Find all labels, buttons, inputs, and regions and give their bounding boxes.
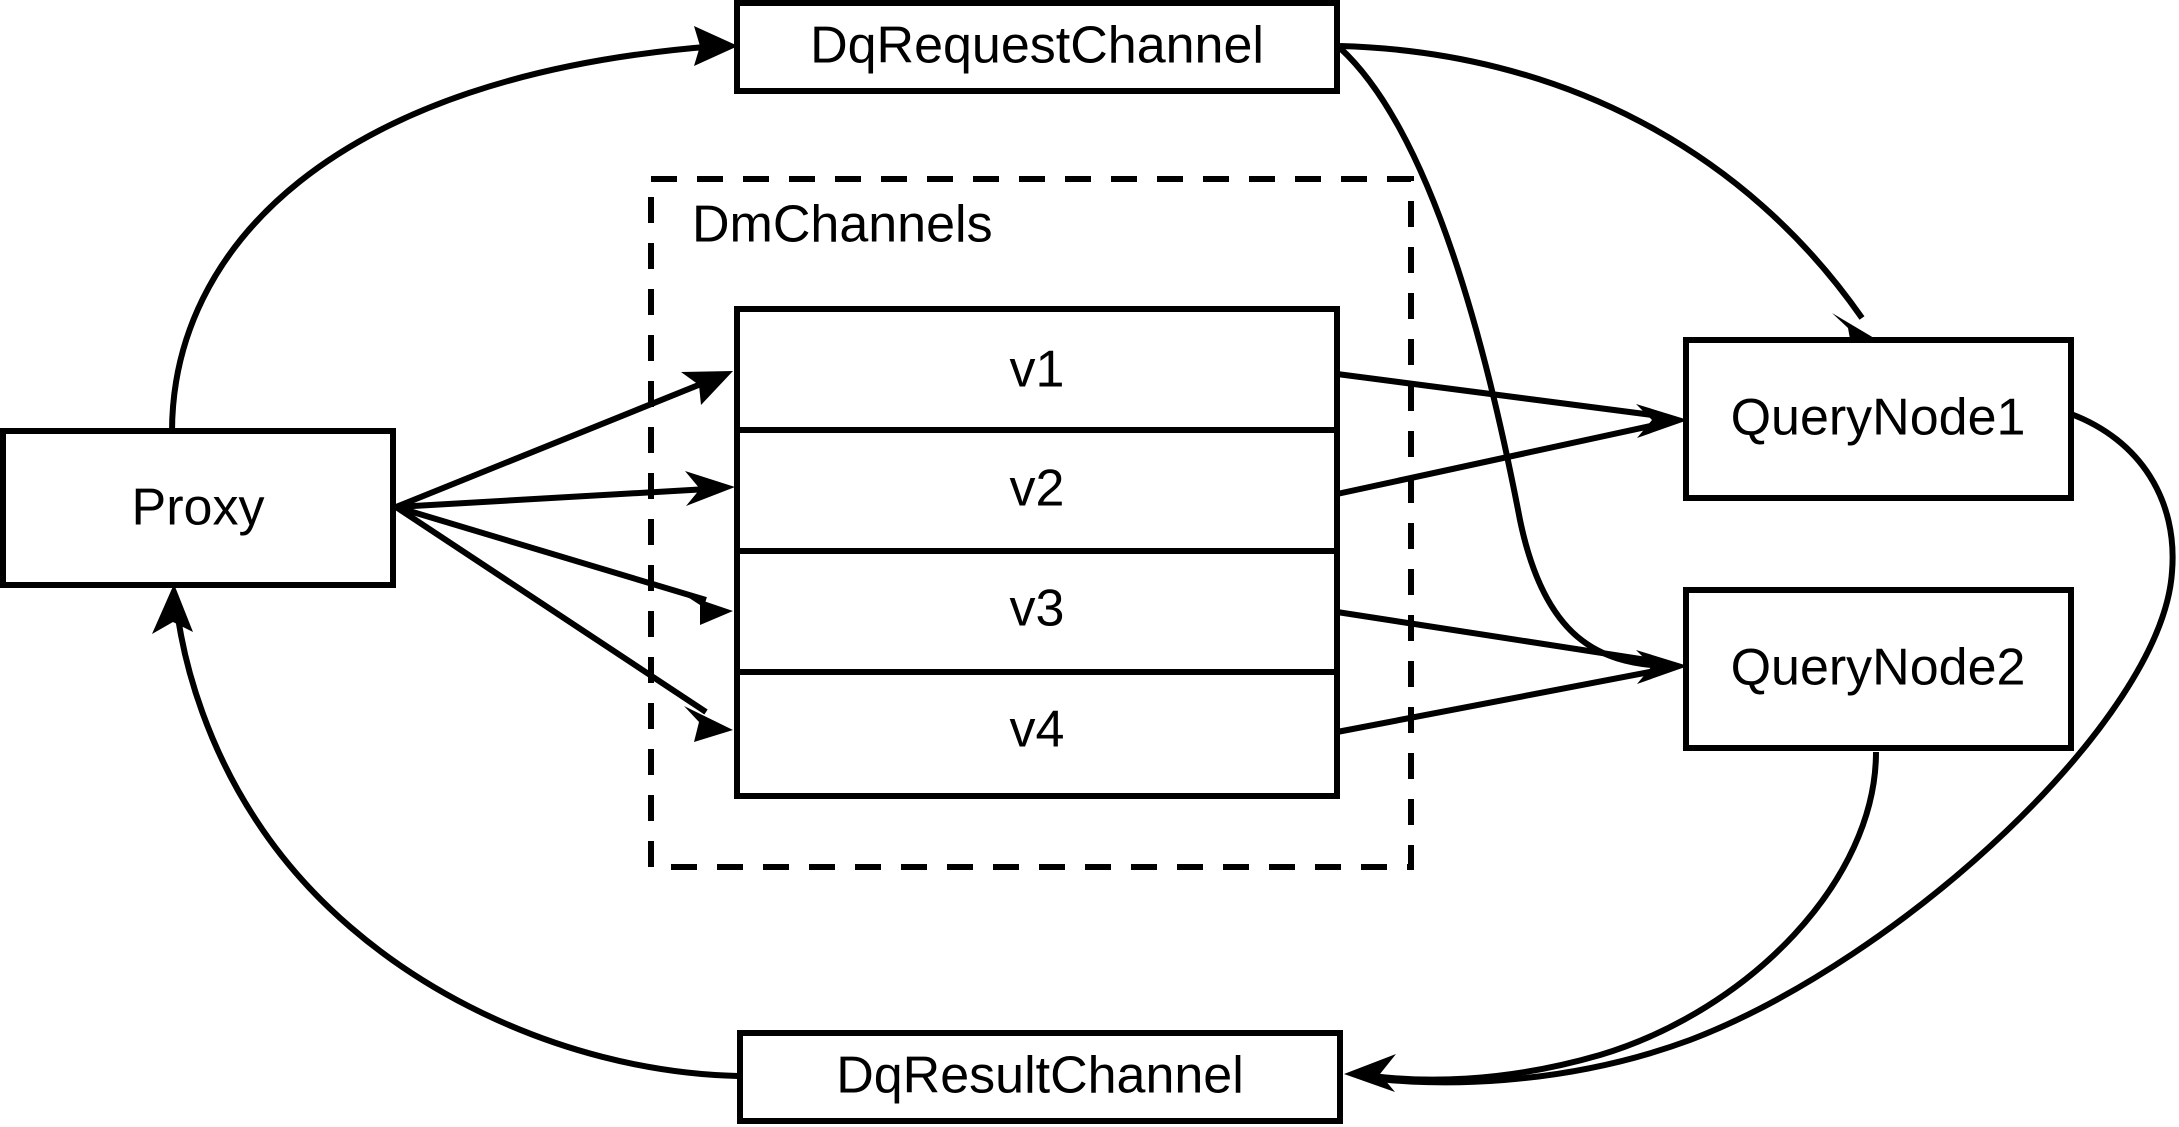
node-query-node-2[interactable]: QueryNode2 (1683, 587, 2074, 751)
arrow-head-icon (1344, 1054, 1396, 1092)
arrow-head-icon (685, 471, 735, 506)
proxy-label: Proxy (132, 479, 265, 537)
dq-request-channel-box[interactable] (734, 0, 1340, 94)
edge-v2-to-querynode1 (1336, 404, 1688, 497)
channel-label-v4: v4 (1010, 701, 1065, 759)
channel-label-v1: v1 (1010, 341, 1065, 399)
edge-path (395, 486, 709, 510)
query-node-2-label: QueryNode2 (1731, 639, 2026, 697)
channel-row-v1[interactable]: v1 (1010, 341, 1065, 399)
edge-dqrequestchannel-to-querynode2 (1337, 45, 1663, 669)
edge-path (1336, 421, 1661, 497)
node-dq-request-channel[interactable]: DqRequestChannel (734, 0, 1340, 94)
dq-request-channel-label: DqRequestChannel (810, 17, 1264, 75)
edge-path (1339, 43, 1865, 320)
edge-v1-to-querynode1 (1336, 371, 1661, 419)
edge-proxy-to-dqrequestchannel (169, 26, 738, 433)
edge-querynode1-to-dqresultchannel (1371, 411, 2176, 1086)
edge-proxy-to-v2 (395, 471, 735, 510)
dm-channels-border (648, 176, 1414, 870)
edge-querynode2-to-dqresultchannel (1344, 751, 1879, 1092)
arrow-head-icon (681, 371, 733, 405)
channel-row-v4[interactable]: v4 (1010, 701, 1065, 759)
channel-label-v3: v3 (1010, 580, 1065, 638)
edge-path (394, 379, 708, 510)
edge-path (395, 504, 707, 603)
arrow-head-icon (694, 26, 738, 66)
query-node-1-box[interactable] (1683, 337, 2074, 501)
edge-path (169, 43, 719, 433)
node-proxy[interactable]: Proxy (0, 428, 396, 588)
edge-v3-to-querynode2 (1336, 609, 1661, 665)
dq-result-channel-label: DqResultChannel (836, 1047, 1244, 1105)
edge-path (1337, 45, 1663, 669)
node-query-node-1[interactable]: QueryNode1 (1683, 337, 2074, 501)
edge-proxy-to-v1 (394, 371, 733, 510)
edge-path (1371, 411, 2176, 1086)
channel-row-v3[interactable]: v3 (1010, 580, 1065, 638)
edge-proxy-to-v3 (395, 504, 733, 625)
edge-path (174, 609, 739, 1079)
edge-path (1336, 667, 1661, 735)
arrow-head-icon (1636, 650, 1688, 684)
edge-path (1336, 371, 1661, 419)
dq-result-channel-box[interactable] (737, 1030, 1343, 1124)
channel-stack: v1 v2 v3 v4 (734, 306, 1340, 799)
edge-path (394, 504, 708, 715)
node-dq-result-channel[interactable]: DqResultChannel (737, 1030, 1343, 1124)
channel-label-v2: v2 (1010, 460, 1065, 518)
edge-dqresultchannel-to-proxy (152, 584, 739, 1079)
query-node-2-box[interactable] (1683, 587, 2074, 751)
channel-row-v2[interactable]: v2 (1010, 460, 1065, 518)
proxy-box[interactable] (0, 428, 396, 588)
edge-proxy-to-v4 (394, 504, 733, 742)
edge-path (1371, 751, 1879, 1083)
arrow-head-icon (684, 706, 733, 742)
arrow-head-icon (152, 584, 193, 634)
edge-dqrequestchannel-to-querynode1 (1339, 43, 1874, 350)
dm-channels-group: DmChannels (648, 176, 1414, 870)
query-node-1-label: QueryNode1 (1731, 389, 2026, 447)
arrow-head-icon (1636, 404, 1688, 438)
edge-v4-to-querynode2 (1336, 650, 1688, 735)
dm-channels-label: DmChannels (692, 196, 993, 254)
arrow-head-icon (683, 594, 733, 625)
edge-path (1336, 609, 1661, 665)
